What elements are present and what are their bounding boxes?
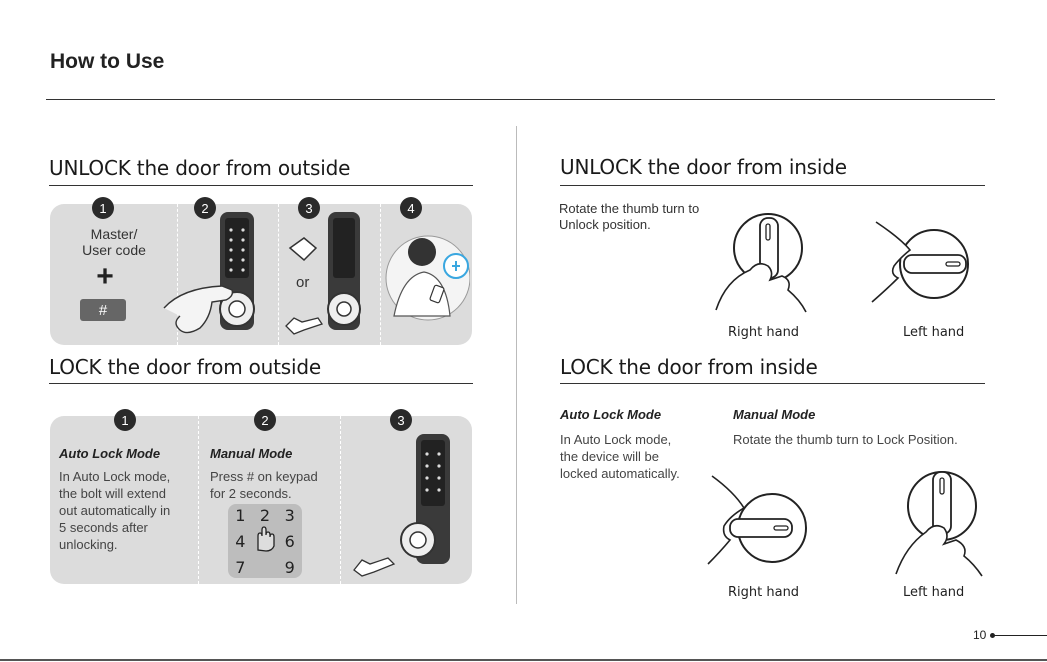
unlock-inside-instruction: Rotate the thumb turn to Unlock position… xyxy=(559,201,700,232)
phone-app-illustration xyxy=(385,235,470,321)
right-hand-lock-illustration xyxy=(707,475,807,565)
left-hand-unlock-illustration xyxy=(871,221,969,303)
keypad-digit: 1 xyxy=(235,505,246,525)
page-title: How to Use xyxy=(50,50,165,73)
unlock-inside-rule xyxy=(560,185,985,186)
hash-key-icon: # xyxy=(80,299,126,321)
step-badge-2: 2 xyxy=(254,409,276,431)
hand-press-icon xyxy=(254,526,276,556)
page-number-dot xyxy=(990,633,995,638)
auto-lock-body: In Auto Lock mode, the bolt will extend … xyxy=(59,469,171,552)
inside-manual-mode-body: Rotate the thumb turn to Lock Position. xyxy=(733,432,958,447)
page-number-line xyxy=(994,635,1047,636)
step-badge-1: 1 xyxy=(114,409,136,431)
step-badge-3: 3 xyxy=(390,409,412,431)
plus-icon: + xyxy=(96,260,114,293)
step-badge-1: 1 xyxy=(92,197,114,219)
unlock-outside-rule xyxy=(49,185,473,186)
unlock-outside-panel: 1 2 3 4 Master/ User code + # or xyxy=(50,197,472,345)
lock-inside-rule xyxy=(560,383,985,384)
panel-divider xyxy=(278,204,279,345)
unlock-inside-heading: UNLOCK the door from inside xyxy=(560,155,847,179)
code-label: Master/ User code xyxy=(82,226,146,258)
panel-divider xyxy=(198,416,199,584)
lock-outside-rule xyxy=(49,383,473,384)
manual-mode-title: Manual Mode xyxy=(210,446,293,461)
keypad-digit: 6 xyxy=(284,531,295,551)
page-number: 10 xyxy=(973,628,987,642)
lock-key-illustration xyxy=(353,434,450,577)
left-hand-label: Left hand xyxy=(903,325,965,340)
panel-divider xyxy=(380,204,381,345)
inside-auto-lock-title: Auto Lock Mode xyxy=(560,407,662,422)
right-hand-label: Right hand xyxy=(728,585,800,600)
bottom-border xyxy=(0,659,1047,661)
unlock-outside-heading: UNLOCK the door from outside xyxy=(49,156,351,180)
keypad-digit: 2 xyxy=(259,505,271,525)
keypad-digit: 7 xyxy=(235,557,246,577)
right-hand-label: Right hand xyxy=(728,325,800,340)
keypad-digit: 3 xyxy=(284,505,295,525)
keypad-digit: 4 xyxy=(235,531,246,551)
or-label: or xyxy=(296,274,310,291)
left-hand-lock-illustration xyxy=(895,471,983,577)
panel-divider xyxy=(340,416,341,584)
auto-lock-title: Auto Lock Mode xyxy=(59,446,161,461)
step-badge-3: 3 xyxy=(298,197,320,219)
lock-outside-heading: LOCK the door from outside xyxy=(49,355,321,379)
left-hand-label: Left hand xyxy=(903,585,965,600)
column-divider xyxy=(516,126,517,604)
step-badge-2: 2 xyxy=(194,197,216,219)
step-badge-4: 4 xyxy=(400,197,422,219)
lock-inside-heading: LOCK the door from inside xyxy=(560,355,818,379)
title-divider xyxy=(46,99,995,100)
manual-mode-body: Press # on keypad for 2 seconds. xyxy=(210,469,318,501)
keypad-digit: 9 xyxy=(284,557,295,577)
inside-manual-mode-title: Manual Mode xyxy=(733,407,816,422)
right-hand-unlock-illustration xyxy=(715,213,807,313)
lock-outside-panel: 1 2 3 Auto Lock Mode In Auto Lock mode, … xyxy=(50,409,472,584)
inside-auto-lock-body: In Auto Lock mode, the device will be lo… xyxy=(560,432,680,481)
card-key-illustration xyxy=(285,212,361,335)
keypad-illustration: 1 2 3 4 6 7 9 xyxy=(228,504,302,578)
panel-divider xyxy=(177,204,178,345)
finger-keypad-illustration xyxy=(163,212,255,334)
